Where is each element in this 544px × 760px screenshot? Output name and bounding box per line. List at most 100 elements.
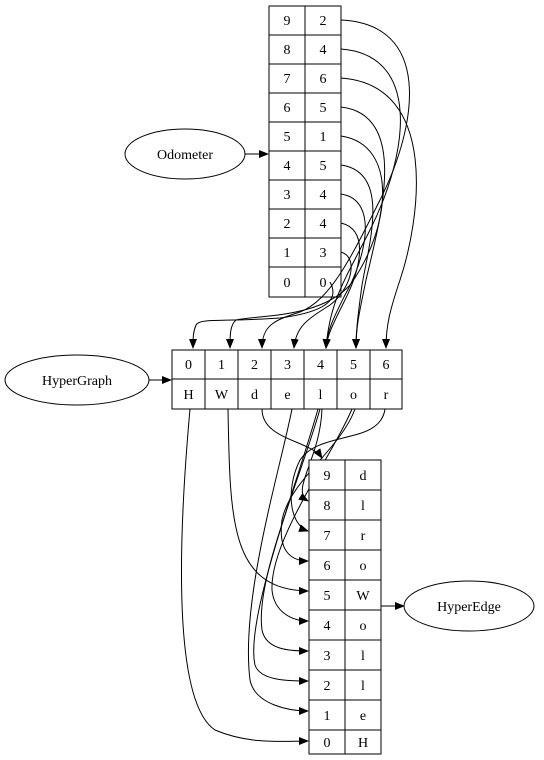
odometer-row: 4 5: [268, 150, 342, 181]
odometer-index: 1: [284, 246, 291, 261]
hypergraph-index: 5: [350, 358, 357, 373]
edge-l-to-he2: [253, 408, 319, 685]
hyperedge-value: H: [358, 736, 368, 751]
hyperedge-row: 4 o: [308, 609, 382, 641]
odometer-index-cell: [268, 34, 306, 65]
hypergraph-char-cell: [237, 378, 272, 410]
hyperedge-index: 3: [324, 649, 331, 664]
hypergraph-index: 4: [317, 358, 324, 373]
hypergraph-char-cell: [171, 378, 206, 410]
hypergraph-char: l: [319, 388, 323, 403]
hyperedge-index: 7: [324, 529, 331, 544]
hyperedge-value: e: [360, 709, 366, 724]
hypergraph-column: 5 o: [336, 349, 371, 410]
edge-odo5-to-hg1: [226, 135, 383, 349]
hyperedge-index: 8: [324, 499, 331, 514]
edge-odo2-to-hg4: [322, 222, 361, 349]
hyperedge-index: 9: [324, 469, 331, 484]
hyperedge-value: o: [360, 559, 367, 574]
hyperedge-value-cell: [344, 549, 382, 581]
odometer-row: 5 1: [268, 121, 342, 152]
hyperedge-row: 8 l: [308, 489, 382, 521]
edge-l-to-he8: [298, 408, 323, 502]
hypergraph-column: 4 l: [303, 349, 338, 410]
hyperedge-table: 9 d 8 l 7 r 6 o 5 W: [308, 459, 382, 755]
hyperedge-row: 3 l: [308, 639, 382, 671]
edge-odo0-to-hg0: [189, 281, 334, 349]
hypergraph-index: 0: [185, 358, 192, 373]
odometer-value: 4: [320, 217, 327, 232]
hypergraph-index: 6: [383, 358, 390, 373]
hypergraph-index: 1: [218, 358, 225, 373]
odometer-to-hypergraph-edges: [189, 19, 417, 349]
odometer-row: 2 4: [268, 208, 342, 239]
odometer-index-cell: [268, 266, 306, 298]
hyperedge-index: 6: [324, 559, 331, 574]
odometer-value: 5: [320, 159, 327, 174]
hyperedge-value-cell: [344, 489, 382, 521]
hyperedge-value-cell: [344, 639, 382, 671]
odometer-value-cell: [304, 237, 342, 268]
hypergraph-column: 2 d: [237, 349, 272, 410]
odometer-row: 8 4: [268, 34, 342, 65]
hyperedge-node: HyperEdge: [403, 580, 535, 632]
odometer-index: 7: [284, 72, 291, 87]
edge-l-to-he3: [260, 408, 321, 655]
hypergraph-index-cell: [270, 349, 305, 380]
hyperedge-row: 0 H: [308, 729, 382, 755]
hyperedge-value-cell: [344, 669, 382, 701]
hyperedge-index: 1: [324, 709, 331, 724]
hyperedge-index: 0: [324, 736, 331, 751]
hyperedge-index: 2: [324, 679, 331, 694]
odometer-index: 3: [284, 188, 291, 203]
odometer-value: 5: [320, 101, 327, 116]
edge-odo4-to-hg5: [340, 164, 374, 349]
hypergraph-char: o: [350, 388, 357, 403]
hyperedge-value-cell: [344, 579, 382, 611]
hypergraph-index-cell: [204, 349, 239, 380]
hyperedge-value: W: [356, 589, 370, 604]
odometer-index: 4: [284, 159, 291, 174]
hyperedge-index-cell: [308, 639, 346, 671]
odometer-value: 6: [320, 72, 327, 87]
hypergraph-char-cell: [369, 378, 403, 410]
edge-odo1-to-hg3: [290, 251, 352, 349]
hypergraph-index: 3: [284, 358, 291, 373]
odometer-value-cell: [304, 150, 342, 181]
odometer-index: 9: [284, 14, 291, 29]
hypergraph-char: W: [215, 388, 229, 403]
hypergraph-char: e: [284, 388, 290, 403]
edge-W-to-he5: [227, 408, 309, 595]
odometer-node: Odometer: [124, 128, 246, 180]
odometer-index: 2: [284, 217, 291, 232]
hyperedge-row: 5 W: [308, 579, 382, 611]
odometer-index-cell: [268, 5, 306, 36]
odometer-value: 4: [320, 43, 327, 58]
hypergraph-node: HyperGraph: [4, 354, 150, 406]
edge-e-to-he1: [247, 408, 309, 715]
hypergraph-label: HyperGraph: [42, 374, 112, 389]
odometer-table: 9 2 8 4 7 6 6 5 5 1: [268, 5, 342, 298]
odometer-row: 6 5: [268, 92, 342, 123]
edge-odo7-to-hg6: [340, 77, 417, 349]
edge-o-to-he4: [271, 408, 353, 625]
hyperedge-value-cell: [344, 729, 382, 755]
odometer-value-cell: [304, 121, 342, 152]
hyperedge-index-cell: [308, 699, 346, 731]
hypergraph-to-hyperedge-edges: [180, 408, 386, 746]
hypergraph-char: r: [384, 388, 389, 403]
hypergraph-char-cell: [270, 378, 305, 410]
hypergraph-column: 1 W: [204, 349, 239, 410]
hypergraph-index: 2: [251, 358, 258, 373]
odometer-index: 5: [284, 130, 291, 145]
hyperedge-row: 9 d: [308, 459, 382, 491]
odometer-value: 3: [320, 246, 327, 261]
odometer-index: 0: [284, 276, 291, 291]
hypergraph-index-cell: [336, 349, 371, 380]
hyperedge-value: l: [361, 649, 365, 664]
hyperedge-value: o: [360, 619, 367, 634]
odometer-value-cell: [304, 63, 342, 94]
hyperedge-index-cell: [308, 489, 346, 521]
odometer-value: 0: [320, 276, 327, 291]
